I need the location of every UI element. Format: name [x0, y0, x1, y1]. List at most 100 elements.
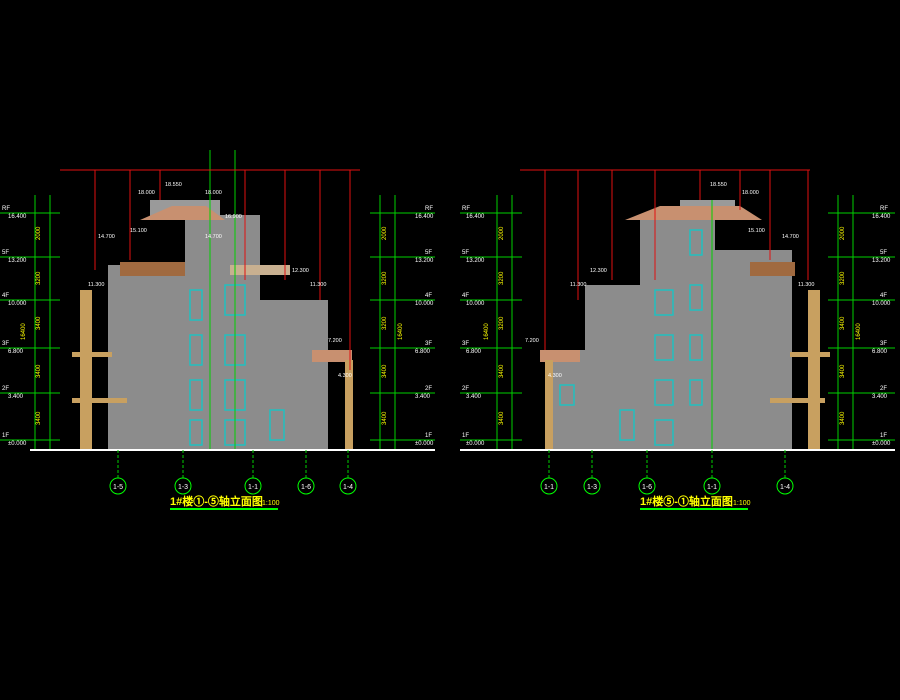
floor-name: RF [462, 206, 470, 212]
floor-level: 13.200 [872, 258, 891, 264]
dimension-texts: 2000 3200 3200 3400 3400 16400 2000 3200… [484, 226, 862, 425]
dim-text: 3200 [499, 271, 505, 285]
floor-level: ±0.000 [872, 441, 891, 447]
axis-bubble: 1-4 [339, 477, 357, 495]
dim-text: 3400 [840, 364, 846, 378]
dim-text-total: 16400 [484, 323, 490, 340]
wing-left-upper [585, 285, 640, 450]
floor-name: 4F [462, 293, 469, 299]
floor-level: 6.800 [466, 349, 482, 355]
wing-left [108, 265, 188, 450]
elevation-mark: 7.200 [328, 338, 342, 344]
dim-text: 3200 [840, 271, 846, 285]
axis-bubbles: 1-1 1-3 1-6 1-1 1-4 [540, 477, 794, 495]
window [654, 334, 674, 361]
floor-name: 3F [425, 341, 432, 347]
floor-name: RF [425, 206, 433, 212]
wing-right [712, 250, 792, 450]
floor-level: 10.000 [872, 301, 891, 307]
dim-text: 3400 [382, 411, 388, 425]
floor-name: 4F [2, 293, 9, 299]
axis-bubbles: 1-5 1-3 1-1 1-6 1-4 [109, 477, 357, 495]
axis-bubble: 1-4 [776, 477, 794, 495]
floor-level: ±0.000 [8, 441, 27, 447]
floor-labels: RF 16.400 5F 13.200 4F 10.000 3F 6.800 2… [2, 206, 27, 447]
floor-name: 2F [462, 386, 469, 392]
floor-level: 13.200 [8, 258, 27, 264]
floor-name: 5F [462, 250, 469, 256]
drawing-scale: 1:100 [262, 500, 280, 507]
floor-name: 1F [462, 433, 469, 439]
dim-text: 3200 [499, 316, 505, 330]
floor-name: 1F [2, 433, 9, 439]
building-body [72, 200, 353, 450]
elevation-mark: 15.100 [130, 228, 147, 234]
floor-labels: RF 16.400 5F 13.200 4F 10.000 3F 6.800 2… [462, 206, 485, 447]
dim-text: 3400 [36, 411, 42, 425]
floor-level: ±0.000 [466, 441, 485, 447]
floor-level: 6.800 [872, 349, 888, 355]
column-right [808, 290, 820, 450]
floor-name: RF [880, 206, 888, 212]
elevation-marks: 18.550 18.000 15.100 14.700 12.300 11.30… [525, 182, 814, 379]
floor-name: 5F [2, 250, 9, 256]
dim-text: 3400 [840, 411, 846, 425]
window [189, 379, 203, 411]
floor-name: 2F [2, 386, 9, 392]
axis-label: 1-1 [707, 484, 717, 491]
axis-bubble: 1-5 [109, 477, 127, 495]
floor-name: 4F [880, 293, 887, 299]
elevation-mark: 16.900 [225, 214, 242, 220]
axis-label: 1-3 [587, 484, 597, 491]
floor-level: 13.200 [415, 258, 434, 264]
roof-eave [140, 206, 225, 220]
elevation-mark: 11.300 [310, 282, 326, 288]
drawing-title: 1#楼⑤-①轴立面图 [640, 494, 733, 508]
floor-level: 10.000 [8, 301, 27, 307]
column-left [545, 360, 553, 450]
drawing-scale: 1:100 [733, 500, 751, 507]
floor-level: 10.000 [415, 301, 434, 307]
window [654, 379, 674, 406]
floor-name: 3F [2, 341, 9, 347]
drawing-title: 1#楼①-⑤轴立面图 [170, 494, 263, 508]
elevation-mark: 15.100 [748, 228, 765, 234]
dim-text: 3400 [382, 364, 388, 378]
slab-right-1 [790, 352, 830, 357]
canopy-right [312, 350, 352, 362]
tower-main [185, 215, 260, 450]
floor-name: 4F [425, 293, 432, 299]
window [619, 409, 635, 441]
leader-lines [60, 169, 360, 370]
dim-text: 2000 [382, 226, 388, 240]
floor-name: RF [2, 206, 10, 212]
floor-labels-right: RF 16.400 5F 13.200 4F 10.000 3F 6.800 2… [415, 206, 434, 447]
elevation-drawing-right: 1-1 1-3 1-6 1-1 1-4 RF 16.400 5F 13 [460, 169, 895, 510]
floor-labels-right: RF 16.400 5F 13.200 4F 10.000 3F 6.800 2… [872, 206, 891, 447]
floor-name: 2F [880, 386, 887, 392]
dim-text: 2000 [36, 226, 42, 240]
axis-label: 1-5 [113, 484, 123, 491]
dim-text: 3400 [36, 316, 42, 330]
dim-text: 3200 [36, 271, 42, 285]
window [689, 284, 703, 311]
elevation-mark: 18.000 [742, 190, 759, 196]
elevation-mark: 4.300 [548, 373, 562, 379]
eave-right [230, 265, 290, 275]
elevation-mark: 11.300 [88, 282, 104, 288]
elevation-mark: 14.700 [205, 234, 222, 240]
elevation-drawing-left: 1-5 1-3 1-1 1-6 1-4 RF 16.400 5F [0, 150, 435, 510]
elevation-mark: 12.300 [590, 268, 607, 274]
axis-bubble: 1-6 [638, 477, 656, 495]
window [654, 419, 674, 446]
axis-label: 1-4 [780, 484, 790, 491]
dimension-texts: 2000 3200 3400 3400 3400 16400 2000 3200… [21, 226, 404, 425]
slab-left-2 [72, 398, 127, 403]
window [689, 379, 703, 406]
dim-text-total: 16400 [21, 323, 27, 340]
floor-name: 1F [880, 433, 887, 439]
axis-label: 1-3 [178, 484, 188, 491]
elevation-mark: 14.700 [98, 234, 115, 240]
column-left [80, 290, 92, 450]
window [654, 289, 674, 316]
